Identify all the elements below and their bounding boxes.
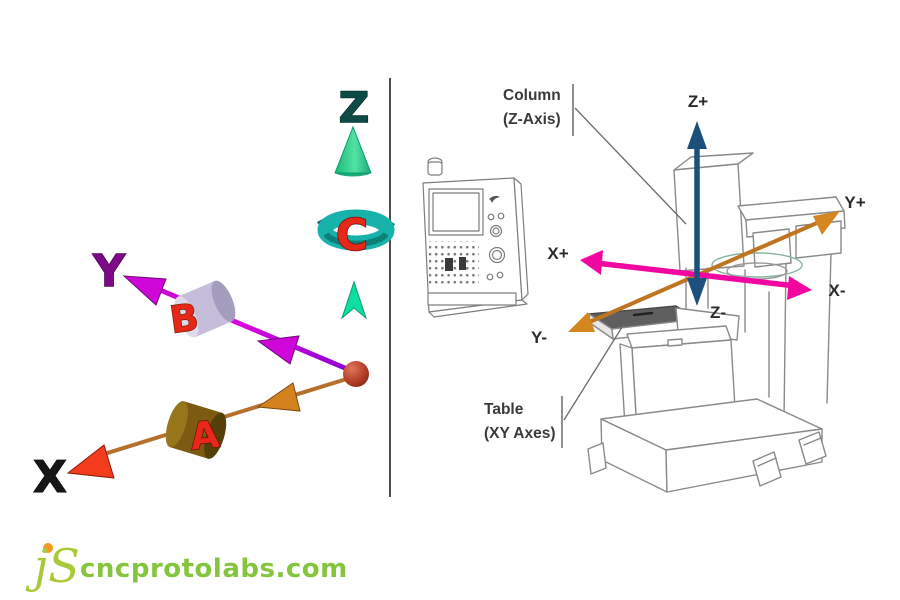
machine-y-axis-arrow: [568, 211, 840, 332]
machine-z-axis-arrow: [687, 121, 707, 306]
panel-button: [497, 212, 505, 220]
table-callout-text2: (XY Axes): [484, 425, 556, 442]
machine-foot: [798, 431, 827, 465]
x-plus-label: X+: [547, 244, 568, 263]
x-minus-arrowhead: [787, 276, 812, 300]
z-plus-label: Z+: [688, 92, 708, 111]
logo-dot: [43, 543, 53, 553]
y-axis-line: [133, 276, 353, 374]
z-mid-arrowhead: [340, 280, 368, 320]
x-plus-arrowhead: [580, 250, 603, 275]
panel-button: [487, 213, 495, 221]
y-plus-arrowhead: [813, 211, 840, 235]
y-minus-arrowhead: [568, 312, 595, 332]
panel-slot: [427, 292, 517, 306]
b-rotation-ring: [174, 280, 236, 338]
machine-foot: [752, 451, 782, 487]
y-mid-arrowhead: [256, 335, 300, 365]
c-rotation-ring: [317, 209, 395, 251]
column-callout: Column (Z-Axis): [503, 84, 687, 225]
a-rotation-ring: [165, 401, 227, 459]
x-axis: [66, 375, 354, 479]
panel-keypad: [429, 241, 479, 288]
z-plus-arrowhead: [687, 121, 707, 149]
y-minus-label: Y-: [531, 328, 547, 347]
b-axis-label: B: [167, 295, 201, 342]
table-callout-pointer: [563, 323, 625, 421]
x-minus-label: X-: [829, 281, 846, 300]
control-panel: [422, 157, 529, 318]
z-minus-label: Z-: [710, 303, 726, 322]
machine-column: [673, 163, 745, 272]
y-tip-arrowhead: [122, 275, 167, 306]
panel-button: [486, 273, 494, 281]
origin-sphere: [343, 361, 369, 387]
c-axis-label: C: [336, 210, 368, 261]
machine-foot: [587, 442, 607, 475]
y-axis: [122, 275, 353, 374]
watermark: jS cncprotolabs.com: [25, 539, 348, 593]
z-axis-label: Z: [339, 83, 369, 132]
x-tip-arrowhead: [66, 444, 115, 479]
a-axis-label: A: [188, 413, 221, 459]
machine-drawing: [587, 152, 846, 493]
z-axis: [334, 125, 372, 370]
x-mid-arrowhead: [256, 382, 301, 412]
panel-button: [496, 271, 504, 279]
y-plus-label: Y+: [844, 193, 865, 212]
column-callout-text2: (Z-Axis): [503, 111, 561, 128]
table-callout: Table (XY Axes): [484, 323, 625, 448]
table-callout-text: Table: [484, 401, 524, 418]
y-arrow-line: [584, 217, 827, 326]
x-axis-label: X: [33, 452, 67, 503]
z-top-arrowhead: [334, 125, 372, 174]
panel-logo-icon: [489, 195, 500, 203]
column-callout-pointer: [574, 107, 687, 225]
watermark-site: cncprotolabs.com: [80, 554, 348, 584]
spindle-ring: [711, 252, 803, 278]
left-axes-diagram: A B C Z: [33, 78, 395, 504]
right-machine-diagram: Column (Z-Axis) Table (XY Axes): [422, 84, 866, 493]
y-axis-label: Y: [92, 246, 126, 297]
watermark-logo: jS: [25, 539, 80, 593]
column-callout-text: Column: [503, 87, 561, 104]
z-minus-arrowhead: [687, 278, 707, 306]
machine-base-side: [665, 428, 823, 493]
